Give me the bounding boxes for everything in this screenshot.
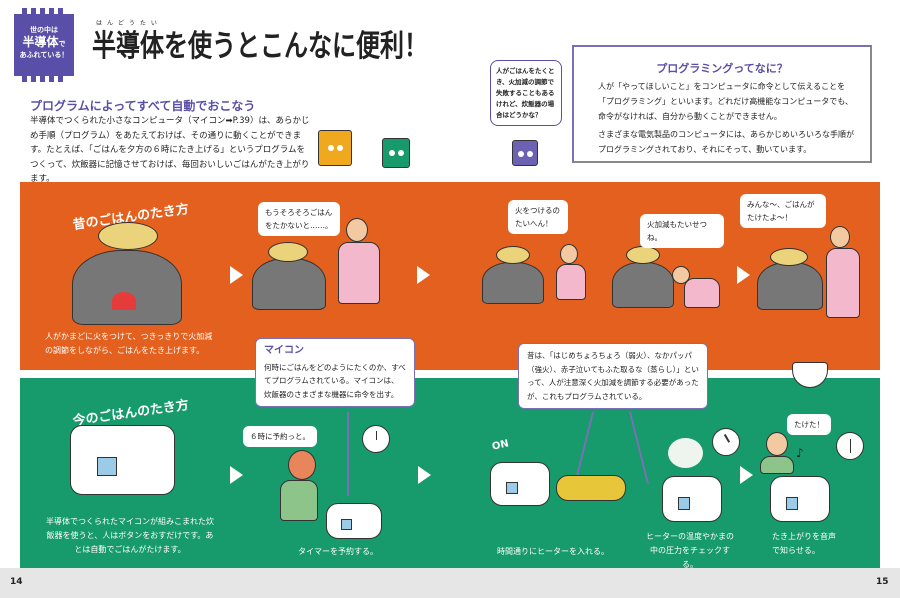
badge-line: あふれている！: [19, 50, 69, 59]
rice-cooker-illustration: [662, 476, 722, 522]
boy-body: [760, 456, 794, 474]
connector-line: [347, 412, 349, 496]
boy-head: [766, 432, 788, 456]
programming-box-title: プログラミングってなに？: [656, 62, 788, 75]
orange-chip-mascot: [318, 130, 352, 166]
rice-cooker-illustration: [326, 503, 382, 539]
kamado-stove-illustration: [757, 262, 823, 310]
purple-chip-mascot: [512, 140, 538, 166]
pot-lid-illustration: [98, 222, 158, 250]
section-badge: 世の中は 半導体で あふれている！: [14, 14, 74, 76]
question-bubble: 人がごはんをたくとき、火加減の調節で失敗することもあるけれど、炊飯器の場合はどう…: [490, 60, 562, 126]
rice-cooker-illustration: [70, 425, 175, 495]
green-chip-mascot: [382, 138, 410, 168]
intro-body: 半導体でつくられた小さなコンピュータ（マイコン➡P.39）は、あらかじめ手順（プ…: [30, 116, 310, 184]
programming-info-box: プログラミングってなに？ 人が「やってほしいこと」をコンピュータに命令として伝え…: [572, 45, 872, 163]
programming-box-p2: さまざまな電気製品のコンピュータには、あらかじめいろいろな手順がプログラミングさ…: [598, 130, 854, 154]
woman-head: [672, 266, 690, 284]
badge-line: で: [58, 40, 66, 49]
kamado-stove-illustration: [252, 258, 326, 310]
woman-head: [560, 244, 578, 264]
step-caption: 時間通りにヒーターを入れる。: [497, 547, 609, 556]
page-number-right: 15: [876, 577, 889, 587]
arrow-right-icon: [230, 266, 243, 284]
arrow-right-icon: [418, 466, 431, 484]
maicon-box-body: 何時にごはんをどのようにたくのか、すべてプログラムされている。マイコンは、炊飯器…: [264, 362, 406, 399]
page-title: 半導体を使うとこんなに便利！: [92, 28, 428, 64]
pot-lid-illustration: [770, 248, 808, 266]
step-caption: たき上がりを音声で知らせる。: [772, 532, 836, 555]
steam-illustration: [668, 438, 703, 468]
woman-body: [556, 264, 586, 300]
speech-bubble: 火をつけるのたいへん！: [508, 200, 568, 234]
boy-head: [288, 450, 316, 480]
programming-box-p1: 人が「やってほしいこと」をコンピュータに命令として伝えることを「プログラミング」…: [598, 82, 853, 121]
new-way-caption: 半導体でつくられたマイコンが組みこまれた炊飯器を使うと、人はボタンをおすだけです…: [46, 517, 214, 554]
pot-lid-illustration: [626, 246, 660, 264]
rice-cooker-illustration: [770, 476, 830, 522]
woman-head: [830, 226, 850, 248]
pot-lid-illustration: [496, 246, 530, 264]
intro-heading: プログラムによってすべて自動でおこなう: [30, 99, 256, 113]
speech-bubble: もうそろそろごはんをたかないと……。: [258, 202, 340, 236]
resting-person-illustration: [556, 475, 626, 501]
maicon-info-box: マイコン 何時にごはんをどのようにたくのか、すべてプログラムされている。マイコン…: [255, 338, 415, 407]
speech-bubble: 火加減もたいせつね。: [640, 214, 724, 248]
woman-head: [346, 218, 368, 242]
woman-body: [338, 242, 380, 304]
clock-icon: [362, 425, 390, 453]
step-caption: ヒーターの温度やかまの中の圧力をチェックする。: [646, 532, 734, 569]
old-saying-info-box: 昔は、「はじめちょろちょろ（弱火）、なかパッパ（強火）、赤子泣いてもふた取るな（…: [518, 343, 708, 409]
arrow-right-icon: [740, 466, 753, 484]
arrow-right-icon: [417, 266, 430, 284]
badge-keyword: 半導体: [22, 35, 59, 50]
clock-icon: [836, 432, 864, 460]
clock-icon: [712, 428, 740, 456]
kamado-stove-illustration: [612, 262, 674, 308]
badge-line: 世の中は: [30, 26, 58, 34]
boy-body: [280, 480, 318, 521]
woman-body: [826, 248, 860, 318]
page-number-left: 14: [10, 577, 23, 587]
step-caption: タイマーを予約する。: [298, 547, 378, 556]
fire-icon: [112, 292, 136, 310]
chip-pins: [22, 8, 66, 14]
pot-lid-illustration: [268, 242, 308, 262]
music-note-icon: ♪: [796, 446, 804, 460]
kamado-stove-illustration: [482, 262, 544, 304]
rice-cooker-illustration: [490, 462, 550, 506]
speech-bubble: ６時に予約っと。: [243, 426, 317, 447]
footer: 14 15: [0, 568, 900, 598]
speech-bubble: みんな〜、ごはんがたけたよ〜！: [740, 194, 826, 228]
kamado-stove-illustration: [72, 250, 182, 325]
title-ruby: はんどうたい: [96, 20, 162, 27]
chip-pins: [22, 76, 66, 82]
arrow-right-icon: [737, 266, 750, 284]
woman-body: [684, 278, 720, 308]
arrow-right-icon: [230, 466, 243, 484]
old-way-caption: 人がかまどに火をつけて、つきっきりで火加減の調節をしながら、ごはんをたき上げます…: [45, 332, 213, 355]
speech-bubble: たけた！: [787, 414, 831, 435]
maicon-box-title: マイコン: [264, 345, 304, 356]
